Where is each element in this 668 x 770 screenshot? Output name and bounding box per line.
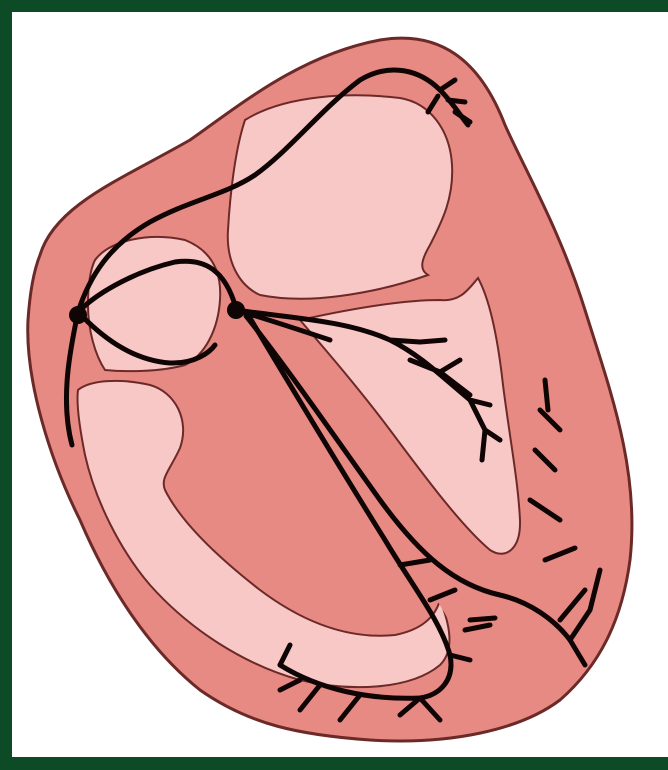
sinoatrial-node <box>69 306 87 324</box>
left-atrium-chamber <box>228 95 452 299</box>
atrioventricular-node <box>227 301 245 319</box>
